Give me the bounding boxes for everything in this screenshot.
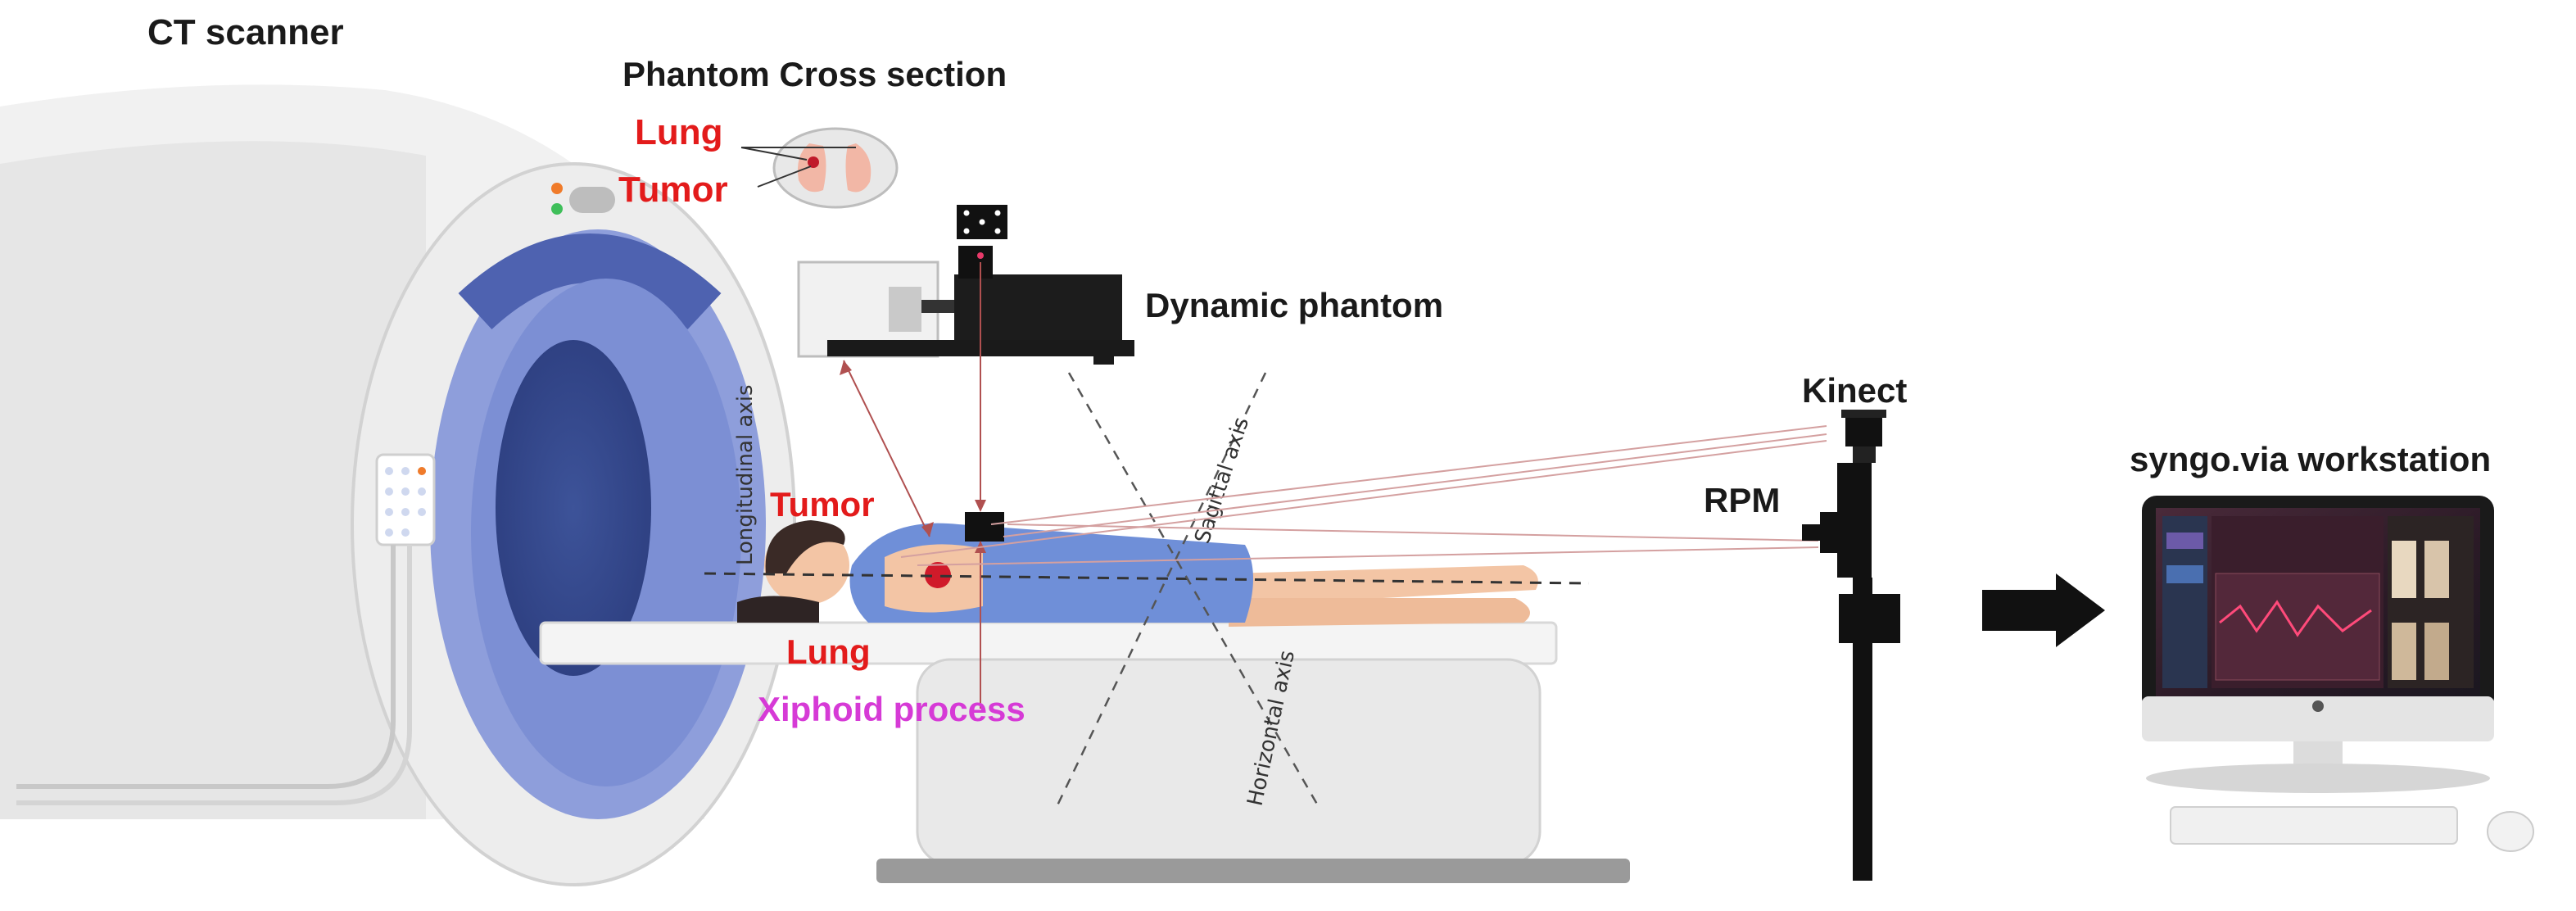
stand-pole (1853, 578, 1872, 881)
arrowhead-2 (921, 522, 934, 537)
arrow-to-workstation (1982, 573, 2105, 647)
rpm-camera (1820, 512, 1845, 553)
workstation-label-suffix: .via workstation (2230, 440, 2492, 478)
kinect-top (1841, 410, 1886, 418)
patient-hair-back (737, 596, 819, 623)
phantom-led (977, 252, 984, 259)
cross-section-lung-label: Lung (635, 112, 723, 152)
kinect-rpm-stand (1802, 410, 1900, 881)
longitudinal-axis-line (704, 572, 1590, 585)
status-light-green (551, 203, 563, 215)
keyboard (2170, 806, 2458, 845)
surrogate-block (965, 512, 1004, 542)
sagittal-axis-label: Sagittal axis (1190, 415, 1254, 546)
kinect-label: Kinect (1802, 371, 1908, 410)
xiphoid-process-label: Xiphoid process (758, 690, 1025, 728)
phantom-cross-section-label: Phantom Cross section (622, 55, 1007, 93)
monitor-chin (2142, 696, 2494, 741)
ct-scanner-label: CT scanner (147, 12, 344, 52)
status-light-orange (551, 183, 563, 194)
couch-floor-plate (876, 859, 1630, 883)
workstation-label: syngo.via workstation (2130, 442, 2491, 477)
rpm-label: RPM (1704, 481, 1781, 519)
phantom-mount-holes (963, 210, 1001, 234)
arrowhead-3 (975, 500, 986, 512)
ct-scanner (0, 84, 796, 886)
couch-top (539, 621, 1558, 665)
pointer-lung-left (740, 147, 808, 161)
cable-1 (16, 545, 396, 789)
monitor-base (2146, 764, 2490, 793)
workstation-label-prefix: syngo (2130, 440, 2231, 478)
patient-legs (1229, 565, 1538, 606)
monitor-camera (2312, 700, 2324, 712)
longitudinal-axis-label: Longitudinal axis (733, 384, 758, 565)
dynamic-phantom-label: Dynamic phantom (1145, 286, 1444, 324)
control-panel (375, 453, 436, 546)
cross-section-icon (740, 127, 899, 209)
tracking-beams (900, 425, 1827, 566)
phantom-drive (954, 274, 1122, 340)
rpm-lens (1802, 524, 1822, 541)
arrow-phantom-to-tumor (843, 360, 930, 537)
workstation (2142, 496, 2534, 852)
patient (737, 520, 1538, 627)
kinect-mount (1853, 446, 1876, 463)
phantom-box-connector (889, 287, 921, 332)
screen-content (2162, 516, 2474, 688)
phantom-drive-top (958, 246, 993, 279)
cross-section-tumor-label: Tumor (618, 170, 728, 210)
sagittal-axis-line (1055, 372, 1267, 808)
panel-light (418, 467, 426, 475)
horizontal-axis-line (1067, 372, 1320, 808)
mouse (2487, 811, 2534, 852)
cross-section-right-lung (845, 143, 871, 193)
gantry-bore (496, 340, 651, 676)
arrowhead-1 (840, 360, 852, 375)
pointer-tumor (757, 165, 812, 188)
gantry-button (569, 187, 615, 213)
lung-label: Lung (786, 632, 871, 671)
phantom-coupler (921, 300, 958, 313)
tumor-marker (925, 562, 951, 588)
cross-section-tumor-dot (808, 156, 819, 168)
ct-housing-side (0, 141, 426, 819)
phantom-base-foot (1093, 340, 1114, 365)
cross-section-body (772, 127, 899, 209)
kinect-sensor (1845, 414, 1882, 446)
patient-hair (765, 520, 845, 573)
cable-2 (16, 545, 412, 805)
patient-leg-lower (1229, 598, 1530, 627)
gantry-ring-top-band (458, 233, 722, 330)
dynamic-phantom (797, 205, 1134, 537)
tumor-label: Tumor (770, 485, 875, 523)
